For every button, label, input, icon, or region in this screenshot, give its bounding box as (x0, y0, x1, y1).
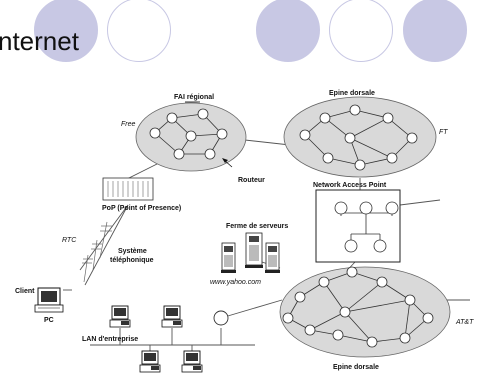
label-client: Client (15, 288, 35, 295)
client-pc-icon (34, 287, 64, 313)
label-ft: FT (439, 129, 448, 136)
label-ferme-de-serveurs: Ferme de serveurs (226, 223, 288, 230)
lan-pc-icon (139, 350, 161, 373)
label-systeme: Système (118, 248, 147, 255)
lan-pc-icon (109, 305, 131, 328)
network-access-point-box (315, 189, 401, 263)
label-pc: PC (44, 317, 54, 324)
pop-rack-icon (102, 177, 154, 201)
decorative-circle-5 (403, 0, 467, 62)
label-fai-regional: FAI régional (174, 94, 214, 101)
slide-title: nternet (0, 26, 79, 56)
backbone-bottom-cloud (279, 266, 451, 358)
router-arrow (222, 158, 233, 168)
lan-pc-icon (161, 305, 183, 328)
label-telephonique: téléphonique (110, 257, 154, 264)
label-routeur: Routeur (238, 177, 265, 184)
decorative-circle-1 (34, 0, 98, 62)
label-www-yahoo: www.yahoo.com (210, 279, 261, 286)
label-network-access-point: Network Access Point (313, 182, 387, 189)
server-farm-icon (221, 232, 280, 273)
label-pop: PoP (Point of Presence) (102, 205, 181, 212)
telephone-poles-icon (82, 221, 113, 283)
backbone-top-cloud (283, 96, 437, 178)
decorative-circle-2 (107, 0, 171, 62)
decorative-circle-4 (329, 0, 393, 62)
label-epine-dorsale-top: Epine dorsale (329, 90, 375, 97)
lan-router-node (213, 310, 229, 326)
lan-pc-icon (181, 350, 203, 373)
label-att: AT&T (455, 319, 474, 326)
label-rtc: RTC (62, 237, 77, 244)
label-epine-dorsale-bottom: Epine dorsale (333, 364, 379, 371)
regional-isp-cloud (135, 101, 247, 172)
label-lan-entreprise: LAN d'entreprise (82, 336, 138, 343)
decorative-circle-3 (256, 0, 320, 62)
label-free: Free (121, 121, 136, 128)
